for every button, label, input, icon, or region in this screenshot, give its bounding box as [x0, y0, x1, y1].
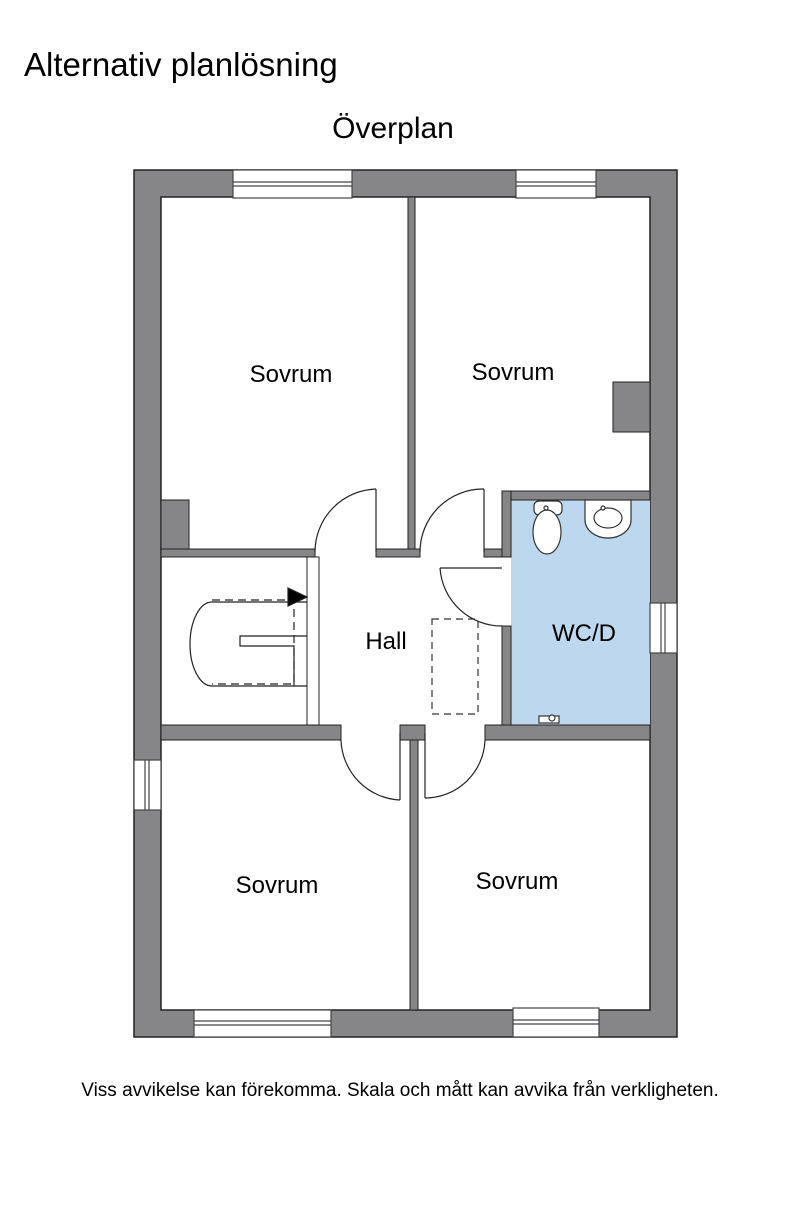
interior-walls: [160, 196, 651, 1011]
stair-opening: [306, 556, 320, 726]
window-icon: [193, 1009, 332, 1038]
window-icon: [133, 759, 162, 811]
room-label-bedroom-se: Sovrum: [476, 868, 559, 895]
attic-hatch: [431, 618, 479, 715]
window-icon: [515, 169, 597, 199]
room-label-hall: Hall: [365, 628, 406, 655]
door-bathroom: [439, 567, 503, 627]
door-bedroom-sw: [340, 733, 401, 801]
room-label-bedroom-sw: Sovrum: [236, 872, 319, 899]
door-swings: [314, 488, 503, 801]
window-icon: [649, 602, 678, 654]
disclaimer: Viss avvikelse kan förekomma. Skala och …: [81, 1080, 719, 1101]
toilet-icon: [532, 500, 563, 555]
floor-title: Överplan: [332, 112, 454, 145]
room-label-bedroom-nw: Sovrum: [250, 361, 333, 388]
floor-plan: Sovrum Sovrum Hall WC/D Sovrum Sovrum: [133, 169, 678, 1038]
window-icons: [133, 169, 678, 1038]
sink-icon: [584, 499, 632, 539]
room-label-bedroom-ne: Sovrum: [472, 359, 555, 386]
door-bedroom-se: [424, 733, 486, 799]
door-bedroom-nw: [314, 488, 377, 553]
room-label-bathroom: WC/D: [552, 620, 616, 647]
door-bedroom-ne: [419, 488, 485, 553]
floor-drain-icon: [538, 714, 560, 724]
page-title: Alternativ planlösning: [24, 46, 338, 83]
stair-arrow-icon: [287, 587, 309, 607]
window-icon: [512, 1007, 600, 1038]
bathroom-floor: [511, 499, 650, 725]
staircase: [189, 587, 309, 687]
window-icon: [232, 169, 353, 199]
bathroom-fixtures: [532, 499, 632, 724]
